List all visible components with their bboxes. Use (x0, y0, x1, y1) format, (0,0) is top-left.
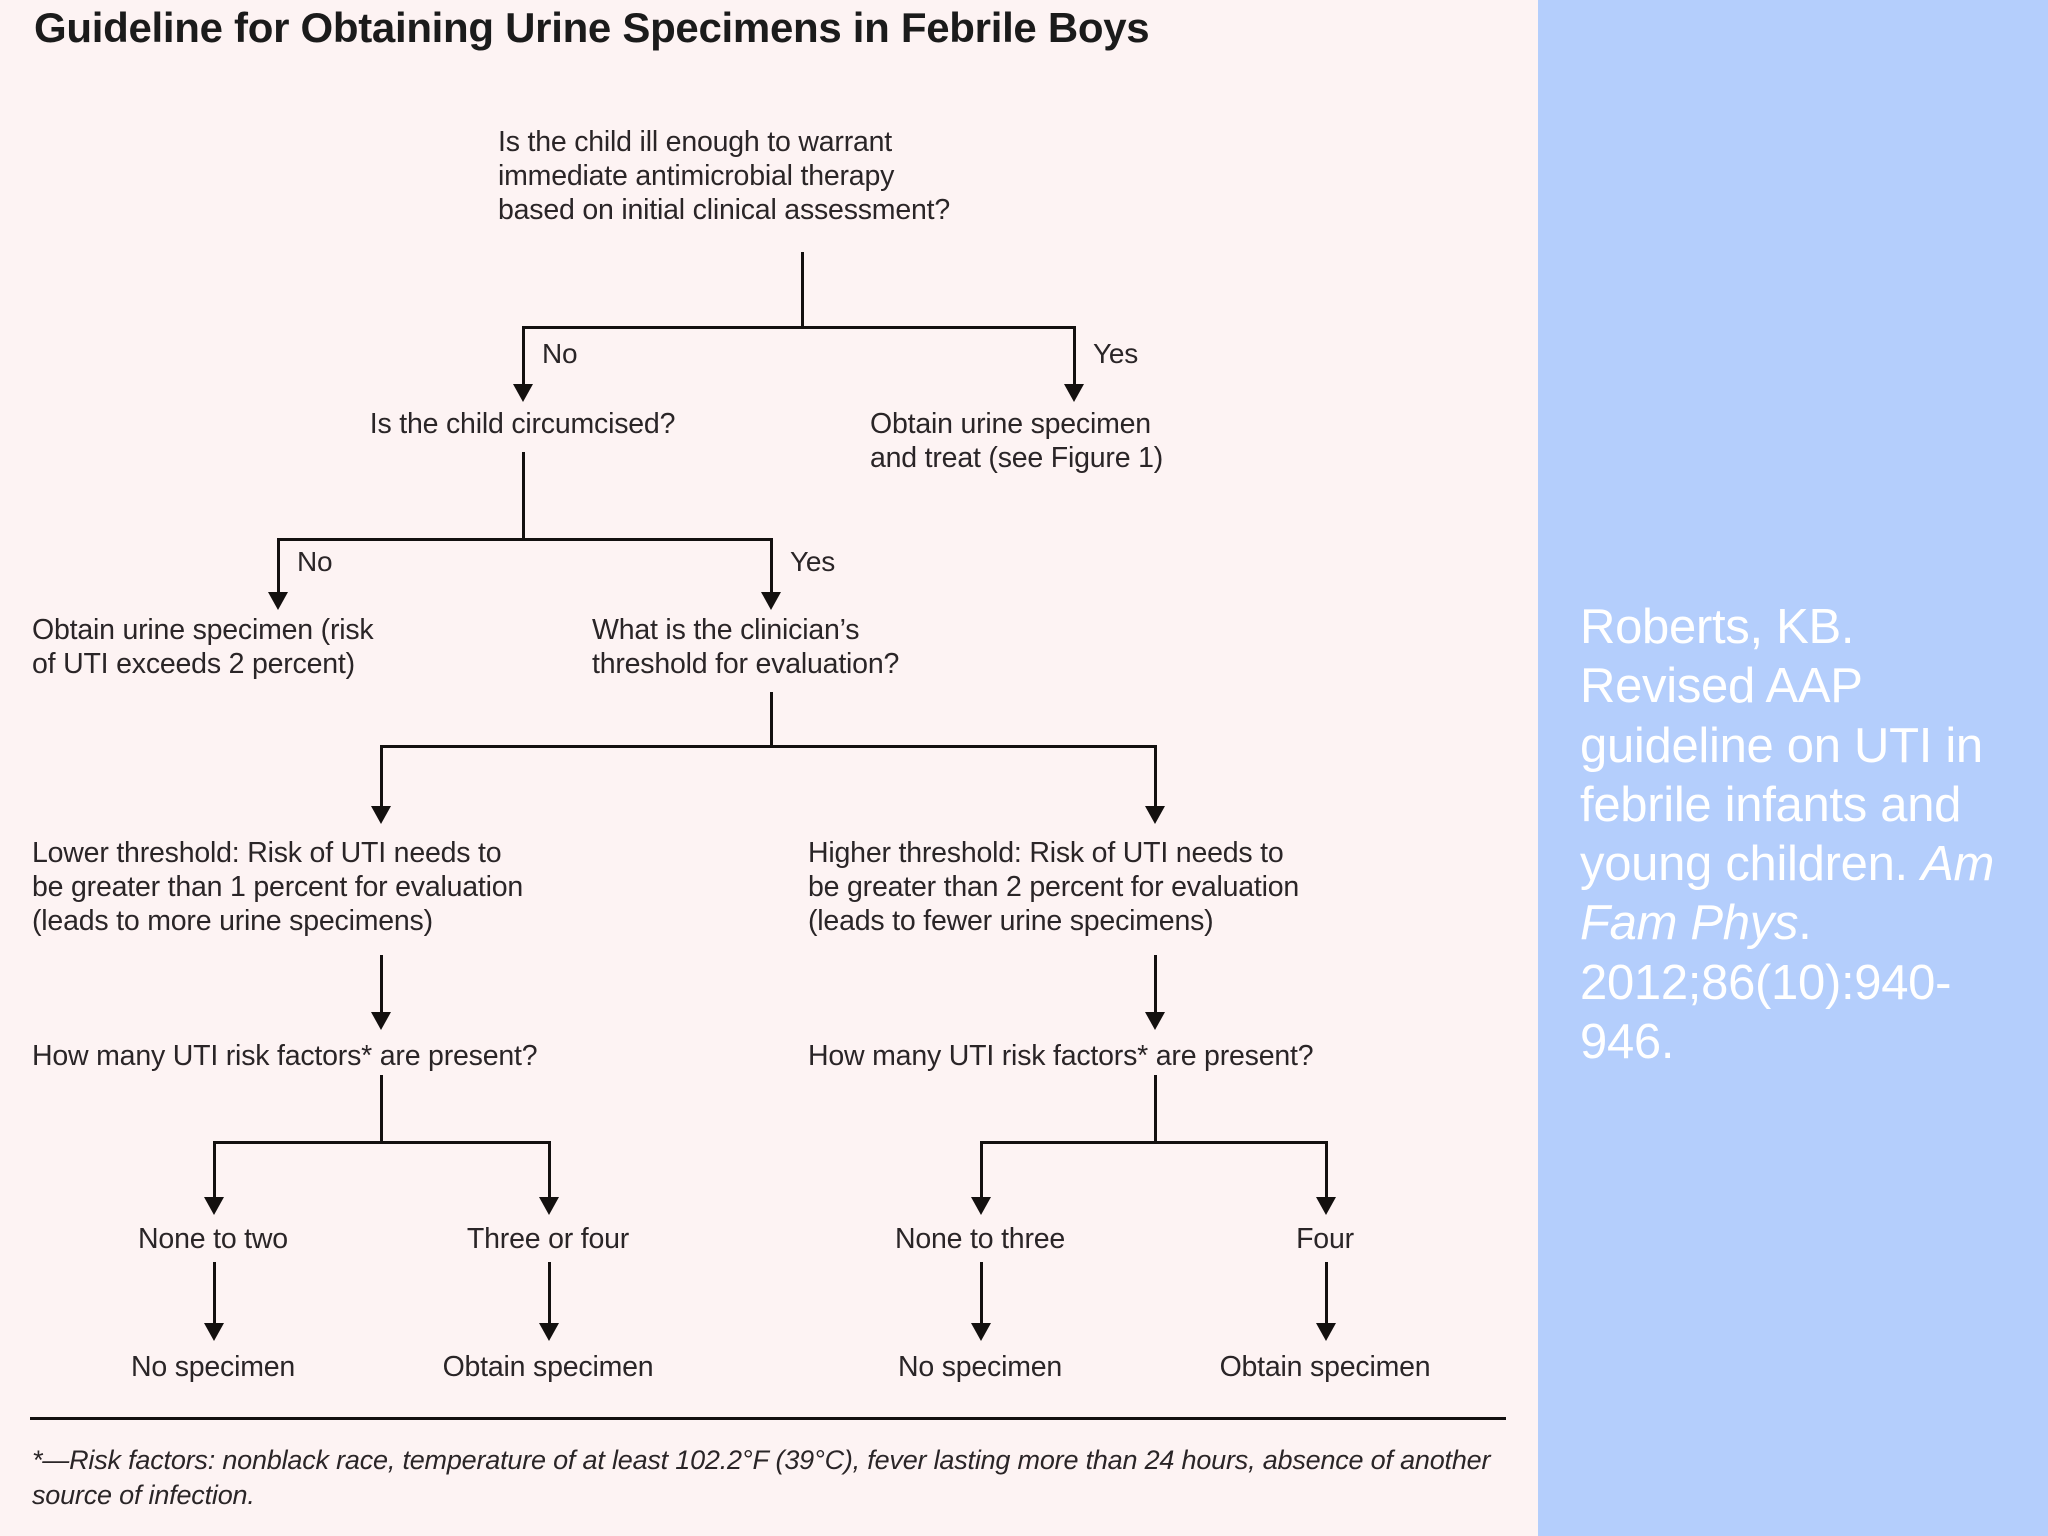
connector-right-split-bar (980, 1141, 1328, 1144)
node-obtain-and-treat: Obtain urine specimen and treat (see Fig… (870, 408, 1164, 475)
arrow-result1 (204, 1323, 224, 1341)
citation-text: Roberts, KB. Revised AAP guideline on UT… (1580, 598, 2010, 1072)
connector-result3 (980, 1262, 983, 1329)
outcome-result-1: No specimen (130, 1351, 296, 1383)
arrow-outcome4 (1316, 1197, 1336, 1215)
connector-level1-bar (522, 326, 1076, 329)
arrow-level2-right (761, 592, 781, 610)
connector-level3-stem (770, 692, 773, 747)
connector-level2-stem (522, 452, 525, 540)
citation-panel: Roberts, KB. Revised AAP guideline on UT… (1538, 0, 2048, 1536)
connector-outcome1-arm (213, 1141, 216, 1203)
arrow-outcome1 (204, 1197, 224, 1215)
connector-level2-right (770, 538, 773, 598)
outcome-count-2: Three or four (466, 1223, 630, 1255)
citation-part1: Roberts, KB. Revised AAP guideline on UT… (1580, 600, 1983, 892)
arrow-result3 (971, 1323, 991, 1341)
node-is-child-circumcised: Is the child circumcised? (369, 408, 676, 440)
outcome-result-4: Obtain specimen (1219, 1351, 1431, 1383)
connector-risk-left-stem (380, 955, 383, 1017)
arrow-risk-left (371, 1012, 391, 1030)
connector-result4 (1325, 1262, 1328, 1329)
connector-result2 (548, 1262, 551, 1329)
connector-level3-right (1154, 745, 1157, 812)
connector-outcome4-arm (1325, 1141, 1328, 1203)
outcome-count-3: None to three (894, 1223, 1066, 1255)
connector-root-stem (801, 252, 804, 326)
outcome-result-2: Obtain specimen (442, 1351, 654, 1383)
citation-journal: Am Fam Phys (1580, 837, 1995, 951)
arrow-level2-left (268, 592, 288, 610)
arrow-result2 (539, 1323, 559, 1341)
footnote-divider (30, 1417, 1506, 1420)
connector-right-split-stem (1154, 1075, 1157, 1143)
figure-footnote: *—Risk factors: nonblack race, temperatu… (32, 1445, 1491, 1511)
node-risk-factors-question-right: How many UTI risk factors* are present? (808, 1040, 1314, 1072)
outcome-count-1: None to two (138, 1223, 288, 1255)
arrow-outcome3 (971, 1197, 991, 1215)
connector-level3-bar (380, 745, 1157, 748)
connector-outcome3-arm (980, 1141, 983, 1203)
node-obtain-urine-specimen-risk: Obtain urine specimen (risk of UTI excee… (32, 614, 374, 681)
arrow-level1-right (1064, 384, 1084, 402)
connector-level2-left (277, 538, 280, 598)
outcome-result-3: No specimen (897, 1351, 1063, 1383)
connector-level1-left (522, 326, 525, 389)
arrow-result4 (1316, 1323, 1336, 1341)
edge-label-no-2: No (297, 546, 333, 577)
figure-title: Guideline for Obtaining Urine Specimens … (34, 4, 1150, 51)
connector-result1 (213, 1262, 216, 1329)
node-clinician-threshold: What is the clinician’s threshold for ev… (592, 614, 900, 681)
connector-left-split-stem (380, 1075, 383, 1143)
node-higher-threshold: Higher threshold: Risk of UTI needs to b… (808, 837, 1300, 938)
edge-label-no-1: No (542, 338, 578, 369)
node-lower-threshold: Lower threshold: Risk of UTI needs to be… (32, 837, 524, 938)
arrow-outcome2 (539, 1197, 559, 1215)
connector-level1-right (1073, 326, 1076, 389)
edge-label-yes-2: Yes (790, 546, 836, 577)
connector-level3-left (380, 745, 383, 812)
edge-label-yes-1: Yes (1093, 338, 1139, 369)
root-question: Is the child ill enough to warrant immed… (498, 126, 951, 227)
node-risk-factors-question-left: How many UTI risk factors* are present? (32, 1040, 538, 1072)
connector-risk-right-stem (1154, 955, 1157, 1017)
arrow-level3-left (371, 806, 391, 824)
connector-left-split-bar (213, 1141, 551, 1144)
arrow-risk-right (1145, 1012, 1165, 1030)
arrow-level1-left (513, 384, 533, 402)
arrow-level3-right (1145, 806, 1165, 824)
outcome-count-4: Four (1296, 1223, 1354, 1255)
connector-outcome2-arm (548, 1141, 551, 1203)
citation-part2: . 2012;86(10):940-946. (1580, 896, 1952, 1069)
connector-level2-bar (277, 538, 773, 541)
figure-panel: Guideline for Obtaining Urine Specimens … (0, 0, 1538, 1536)
